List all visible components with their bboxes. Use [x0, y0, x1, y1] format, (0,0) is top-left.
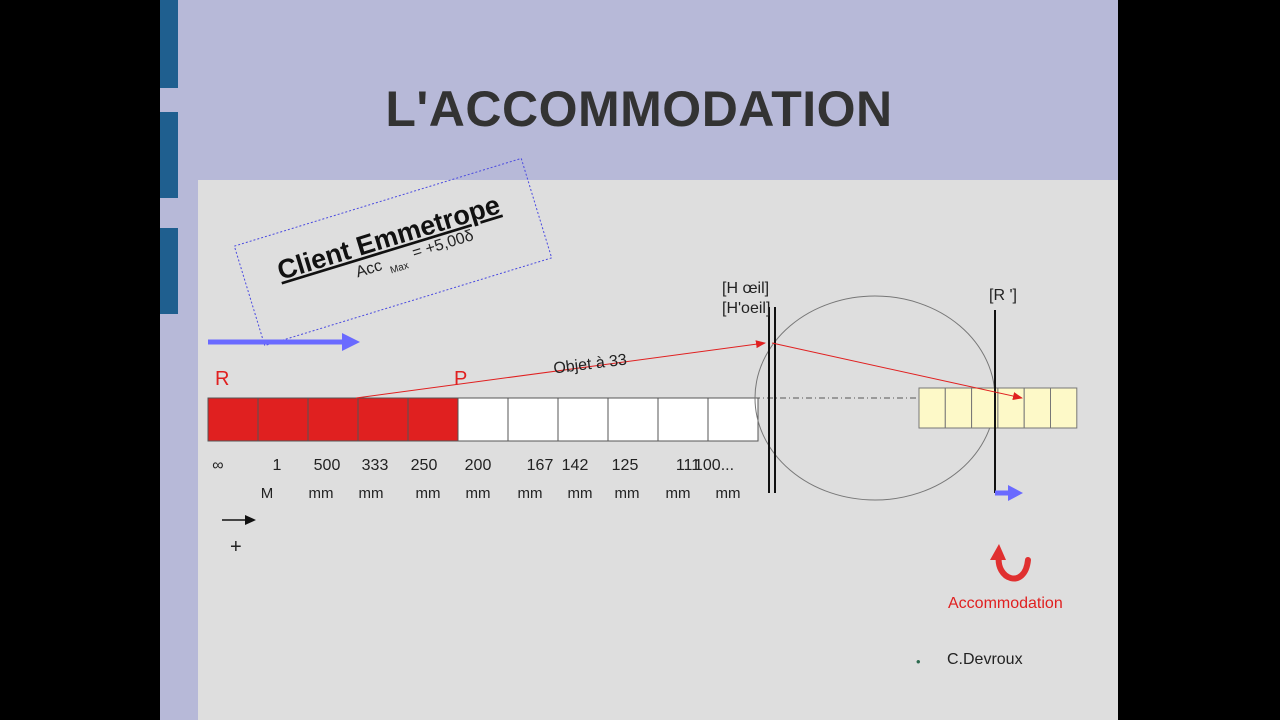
blue-arrow-left: [208, 333, 360, 351]
scale-cell: [457, 397, 509, 442]
point-r-label: R: [215, 368, 230, 390]
scale-value: 500: [313, 457, 341, 474]
point-p-label: P: [454, 368, 468, 390]
scale-unit: mm: [308, 485, 334, 502]
slide-header: [160, 0, 1118, 180]
retina-cell: [971, 387, 999, 429]
direction-arrow: [222, 515, 256, 525]
slide: L'ACCOMMODATION Client Emmetrope Acc Max…: [160, 0, 1118, 720]
scale-cell: [257, 397, 309, 442]
scale-value: 250: [410, 457, 438, 474]
scale-unit: mm: [465, 485, 491, 502]
scale-value: ∞: [212, 457, 224, 474]
scale-unit: mm: [567, 485, 593, 502]
r-prime-label: [R ']: [989, 287, 1017, 304]
scale-value: 1: [272, 457, 282, 474]
scale-cell: [607, 397, 659, 442]
author-name: C.Devroux: [947, 651, 1023, 668]
scale-unit: mm: [358, 485, 384, 502]
retina-scale: [918, 387, 1078, 429]
ray-label: Objet à 33: [553, 352, 628, 378]
plus-sign: +: [230, 536, 242, 558]
retina-cell: [944, 387, 973, 429]
scale-unit: mm: [614, 485, 640, 502]
accommodation-diagram: Client Emmetrope Acc Max = +5,00δ: [207, 157, 1078, 582]
side-tab: [160, 0, 178, 88]
h-plane-label: [H œil]: [722, 280, 770, 297]
blue-arrow-retina: [995, 485, 1023, 501]
scale-cell: [357, 397, 409, 442]
scale-unit: mm: [715, 485, 741, 502]
incident-ray: [355, 340, 766, 399]
scale-cell: [507, 397, 559, 442]
side-tab: [160, 228, 178, 314]
scale-unit: mm: [665, 485, 691, 502]
scale-unit: M: [260, 485, 274, 502]
author-bullet: •: [916, 654, 921, 669]
scale-value: 125: [611, 457, 639, 474]
badge-acc-sub: Max: [389, 260, 410, 276]
scale-value: 333: [361, 457, 389, 474]
scale-cell: [307, 397, 359, 442]
retina-cell: [1050, 387, 1078, 429]
scale-unit: mm: [415, 485, 441, 502]
scale-value: 200: [464, 457, 492, 474]
scale-cell: [657, 397, 709, 442]
retina-cell: [1023, 387, 1052, 429]
scale-value: 100...: [694, 457, 735, 474]
scale-cell: [207, 397, 259, 442]
scale-cell: [407, 397, 459, 442]
slide-title: L'ACCOMMODATION: [385, 81, 893, 137]
accommodation-arrow-icon: [990, 544, 1031, 582]
badge-border: [233, 157, 553, 347]
client-badge: Client Emmetrope Acc Max = +5,00δ: [233, 157, 553, 347]
scale-cell: [707, 397, 759, 442]
scale-value: 142: [561, 457, 589, 474]
accommodation-label: Accommodation: [948, 595, 1063, 612]
refracted-ray: [771, 342, 1023, 400]
h-prime-plane-label: [H'oeil]: [722, 300, 771, 317]
side-tab: [160, 112, 178, 198]
scale-unit: mm: [517, 485, 543, 502]
scale-cell: [557, 397, 609, 442]
scale-value: 111: [675, 457, 701, 474]
scale-value: 167: [526, 457, 554, 474]
distance-scale: [207, 397, 759, 442]
retina-cell: [918, 387, 946, 429]
